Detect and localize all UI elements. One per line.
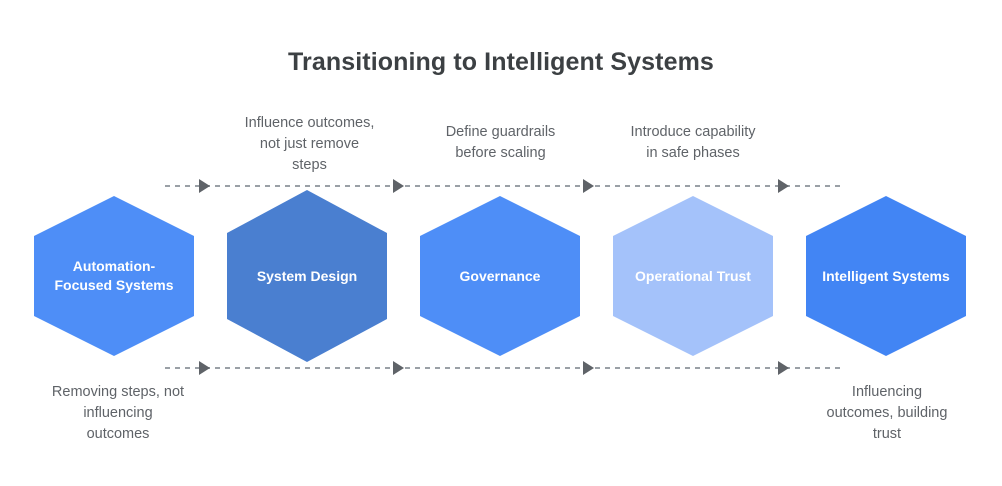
stage-hexagon-governance[interactable]: Governance [420,196,580,356]
stage-label: System Design [256,267,358,284]
bottom-flow-connector [165,360,840,376]
bottom-arrow-head-3 [583,361,594,375]
bottom-arrow-head-2 [393,361,404,375]
stage-hexagon-automation-focused-systems[interactable]: Automation-Focused Systems [34,196,194,356]
stage-hexagon-intelligent-systems[interactable]: Intelligent Systems [806,196,966,356]
top-flow-connector [165,178,840,194]
top-arrow-head-2 [393,179,404,193]
stage-hexagon-system-design[interactable]: System Design [227,190,387,362]
stage-label: Automation-Focused Systems [54,258,174,293]
bottom-arrow-head-4 [778,361,789,375]
bottom-connector-line [165,367,840,369]
bottom-arrow-head-1 [199,361,210,375]
stage-label: Governance [459,267,541,284]
stage-hexagon-operational-trust[interactable]: Operational Trust [613,196,773,356]
top-connector-line [165,185,840,187]
top-arrow-head-1 [199,179,210,193]
stage-label: Operational Trust [635,267,751,284]
top-arrow-head-3 [583,179,594,193]
stage-label: Intelligent Systems [822,267,950,284]
top-arrow-head-4 [778,179,789,193]
page-title: Transitioning to Intelligent Systems [288,48,714,76]
